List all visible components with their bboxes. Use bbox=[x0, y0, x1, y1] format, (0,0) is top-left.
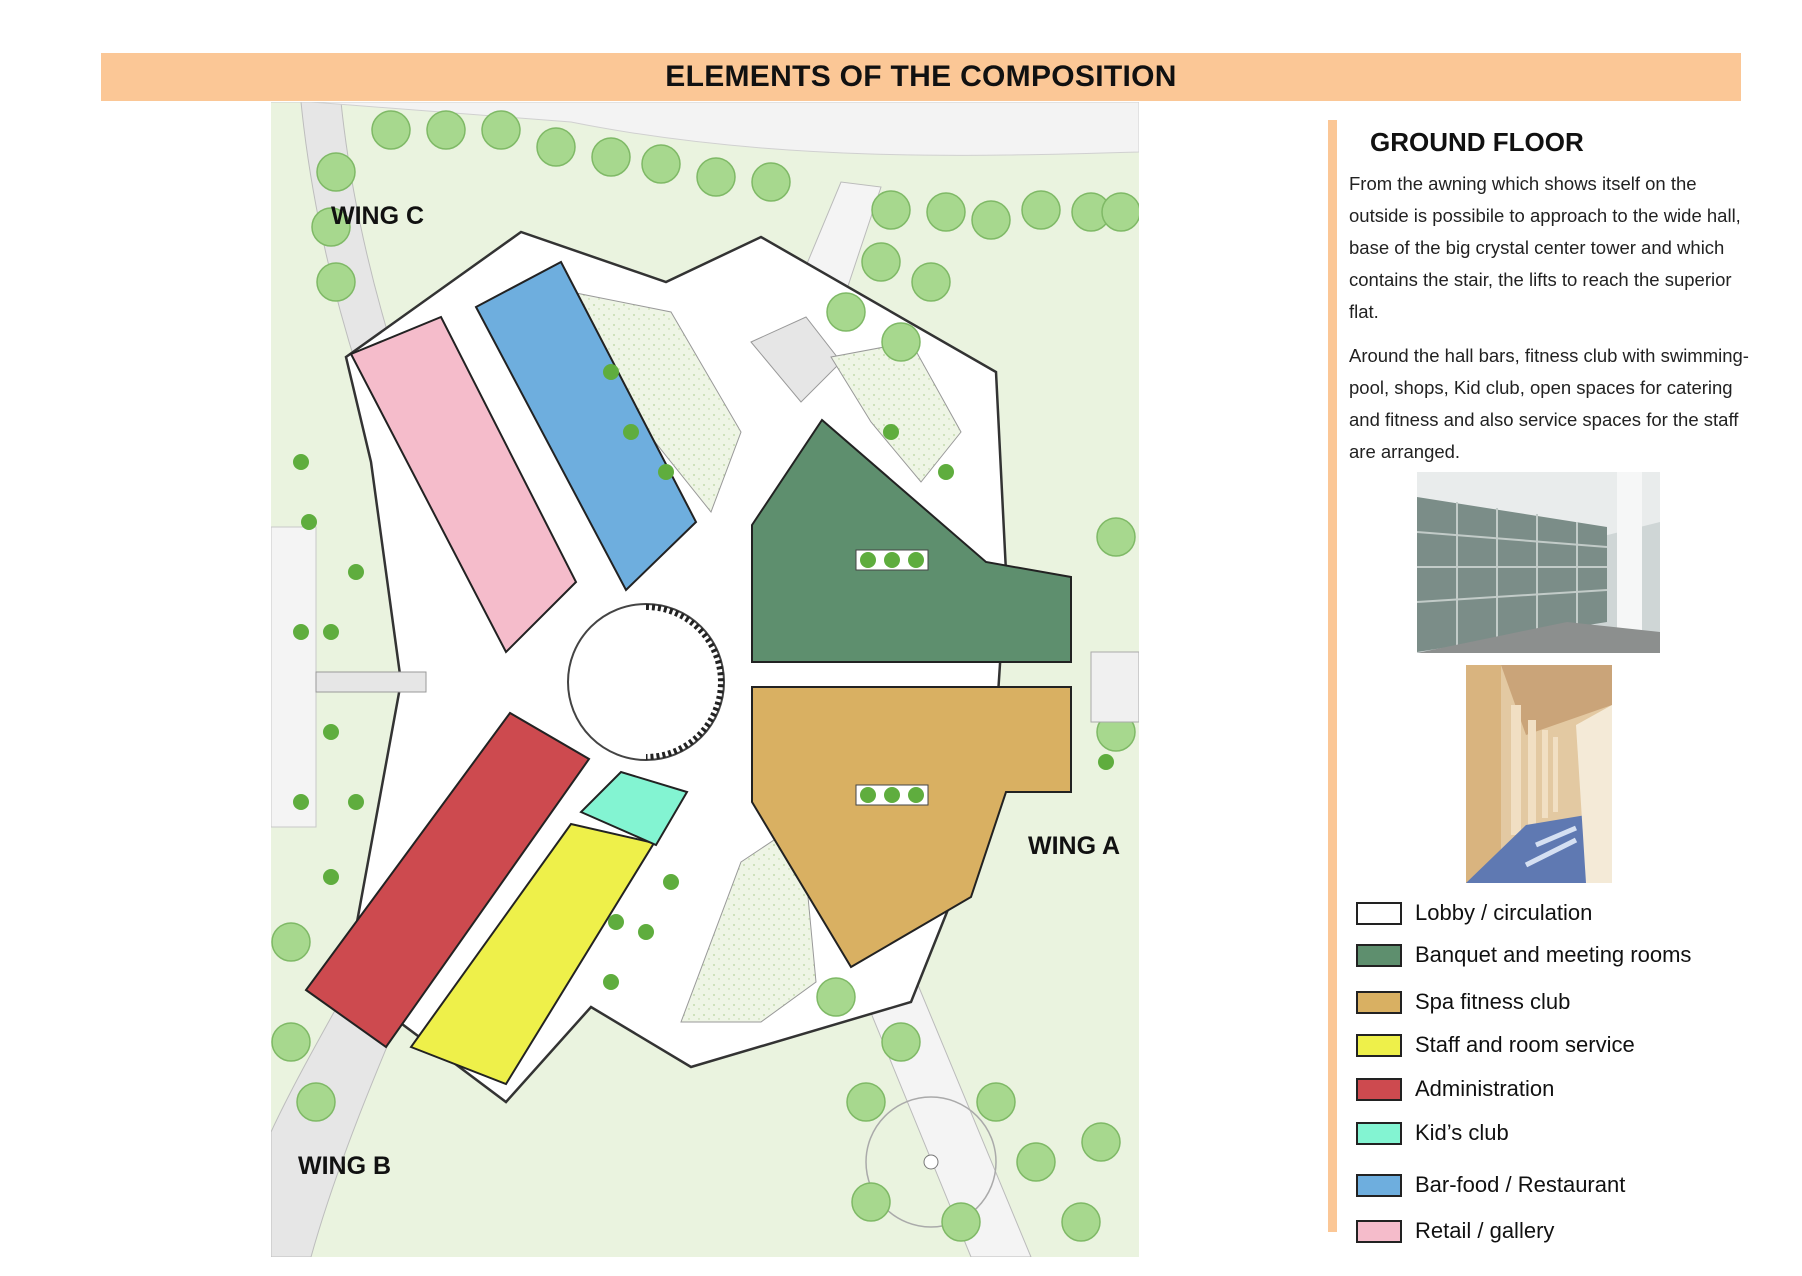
wing-c-label: WING C bbox=[331, 202, 425, 230]
wing-a-label: WING A bbox=[1028, 832, 1121, 860]
site-plan: WING C WING A WING B bbox=[270, 101, 1141, 1258]
planters-north bbox=[855, 549, 929, 571]
legend-item-retail: Retail / gallery bbox=[1356, 1218, 1554, 1244]
legend-swatch-kids-club bbox=[1356, 1121, 1402, 1145]
legend-label: Spa fitness club bbox=[1415, 989, 1571, 1014]
legend-swatch-spa bbox=[1356, 990, 1402, 1014]
legend-item-staff: Staff and room service bbox=[1356, 1032, 1635, 1058]
legend-item-banquet: Banquet and meeting rooms bbox=[1356, 942, 1691, 968]
legend-label: Kid’s club bbox=[1415, 1120, 1509, 1145]
legend-label: Lobby / circulation bbox=[1415, 900, 1593, 925]
colonnade-corridor-photo bbox=[1466, 665, 1612, 883]
wing-b-label: WING B bbox=[298, 1152, 392, 1180]
zone-bar-food bbox=[474, 260, 698, 592]
title-banner: ELEMENTS OF THE COMPOSITION bbox=[101, 53, 1741, 101]
legend-swatch-administration bbox=[1356, 1077, 1402, 1101]
shrubs bbox=[293, 364, 1114, 990]
trees bbox=[271, 110, 1141, 1242]
legend-label: Bar-food / Restaurant bbox=[1415, 1172, 1626, 1197]
plaza-circle bbox=[865, 1096, 997, 1228]
zone-retail bbox=[349, 315, 578, 654]
section-heading: GROUND FLOOR bbox=[1370, 127, 1584, 157]
legend-swatch-staff bbox=[1356, 1033, 1402, 1057]
legend-swatch-bar-food bbox=[1356, 1173, 1402, 1197]
building-facade-photo bbox=[1417, 472, 1660, 653]
legend-swatch-lobby bbox=[1356, 901, 1402, 925]
legend-item-kids-club: Kid’s club bbox=[1356, 1120, 1509, 1146]
zone-kids-club bbox=[579, 770, 689, 847]
site-plan-drawing bbox=[270, 101, 1141, 1258]
page-title: ELEMENTS OF THE COMPOSITION bbox=[665, 60, 1177, 93]
zone-administration bbox=[304, 711, 591, 1049]
legend-label: Retail / gallery bbox=[1415, 1218, 1555, 1243]
legend-label: Banquet and meeting rooms bbox=[1415, 942, 1692, 967]
legend-swatch-banquet bbox=[1356, 943, 1402, 967]
legend-item-lobby: Lobby / circulation bbox=[1356, 900, 1592, 926]
zone-spa bbox=[751, 686, 1072, 969]
spiral-stair bbox=[645, 604, 724, 760]
legend-item-administration: Administration bbox=[1356, 1076, 1554, 1102]
description-paragraph-1: From the awning which shows itself on th… bbox=[1349, 173, 1741, 322]
entrance-crosswalk bbox=[315, 651, 1140, 723]
legend-swatch-retail bbox=[1356, 1219, 1402, 1243]
parking-area bbox=[270, 526, 317, 828]
legend-label: Staff and room service bbox=[1415, 1032, 1635, 1057]
plaza-center-icon bbox=[923, 1154, 939, 1170]
legend-item-bar-food: Bar-food / Restaurant bbox=[1356, 1172, 1625, 1198]
description-paragraph-2: Around the hall bars, fitness club with … bbox=[1349, 345, 1749, 462]
legend-item-spa: Spa fitness club bbox=[1356, 989, 1570, 1015]
zone-banquet bbox=[751, 418, 1072, 663]
planters-south bbox=[855, 784, 929, 806]
legend-label: Administration bbox=[1415, 1076, 1555, 1101]
sidebar-accent-bar bbox=[1328, 120, 1337, 1232]
